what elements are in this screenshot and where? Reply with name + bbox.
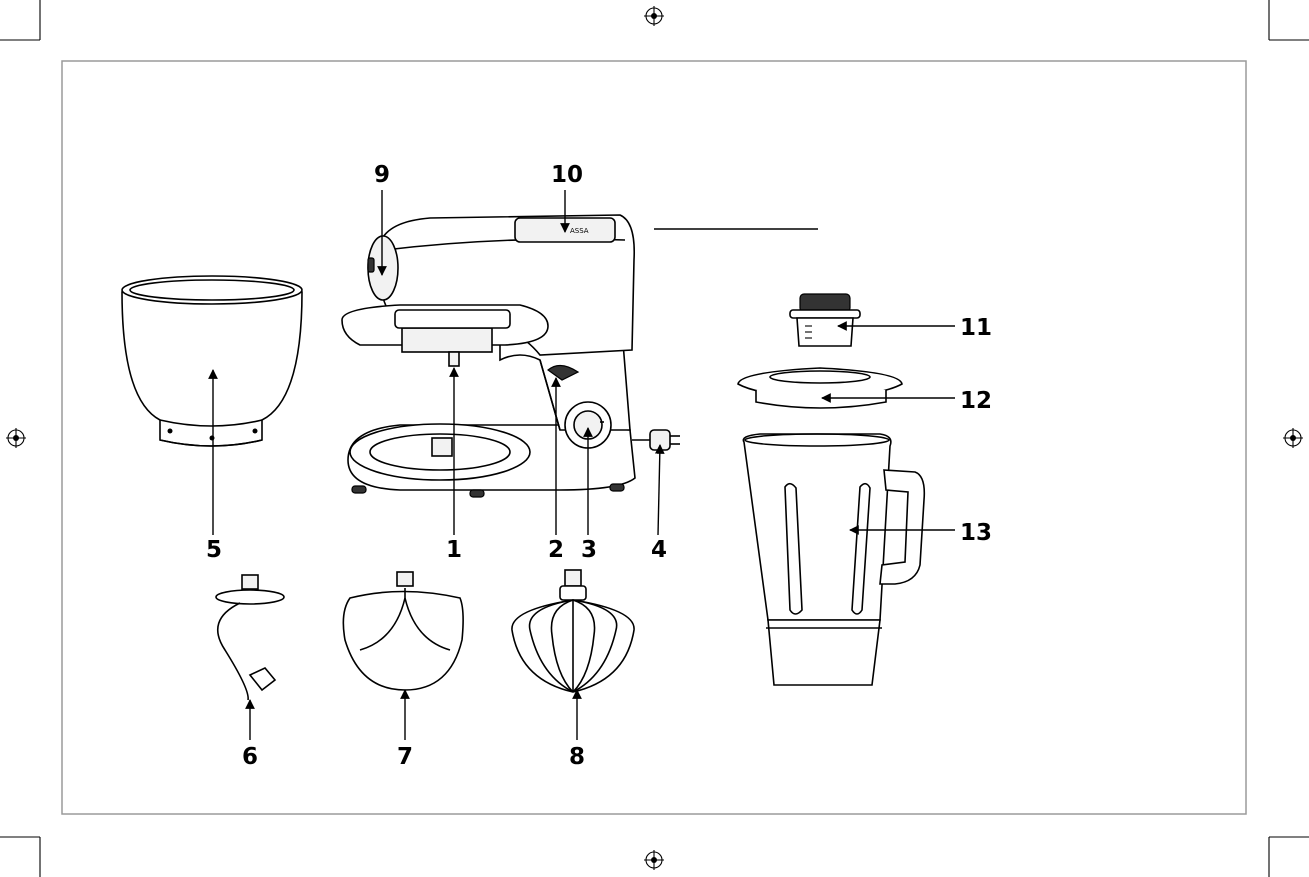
- svg-text:ASSA: ASSA: [570, 227, 589, 235]
- dough-hook: [216, 575, 284, 700]
- blender-jug: [743, 434, 924, 685]
- part-label-6: 6: [242, 744, 258, 770]
- part-label-11: 11: [960, 315, 992, 341]
- part-label-13: 13: [960, 520, 992, 546]
- registration-mark-icon: [644, 6, 664, 26]
- part-label-2: 2: [548, 537, 564, 563]
- flat-beater: [343, 572, 463, 690]
- wire-whisk: [512, 570, 634, 692]
- part-label-3: 3: [581, 537, 597, 563]
- registration-mark-icon: [1283, 428, 1303, 448]
- registration-mark-icon: [6, 428, 26, 448]
- part-label-9: 9: [374, 162, 390, 188]
- part-label-10: 10: [551, 162, 583, 188]
- measuring-cap: [790, 294, 860, 346]
- part-label-8: 8: [569, 744, 585, 770]
- registration-mark-icon: [644, 850, 664, 870]
- mixing-bowl: [122, 276, 302, 446]
- part-label-5: 5: [206, 537, 222, 563]
- blender-lid: [738, 368, 902, 408]
- part-label-7: 7: [397, 744, 413, 770]
- part-label-4: 4: [651, 537, 667, 563]
- part-label-12: 12: [960, 388, 992, 414]
- stand-mixer: ASSA: [342, 215, 680, 497]
- part-label-1: 1: [446, 537, 462, 563]
